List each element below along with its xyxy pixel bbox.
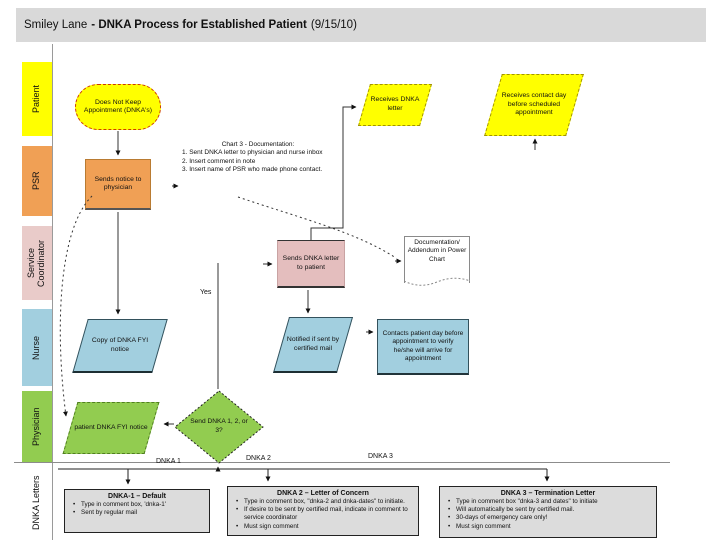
- dnka3-bullet: Type in comment box "dnka-3 and dates" t…: [444, 498, 652, 506]
- lane-physician: Physician: [22, 391, 52, 462]
- diamond-shape: [174, 390, 264, 464]
- lane-patient: Patient: [22, 62, 52, 136]
- yes-label: Yes: [200, 289, 212, 296]
- receives-contact-node: Receives contact day before scheduled ap…: [484, 74, 584, 136]
- dnka2-bullet: If desire to be sent by certified mail, …: [232, 506, 414, 522]
- dnka3-bullet: Will automatically be sent by certified …: [444, 506, 652, 514]
- sends-letter-node: Sends DNKA letter to patient: [277, 240, 345, 288]
- lane-dnka-letters: DNKA Letters: [31, 475, 42, 531]
- title-process: - DNKA Process for Established Patient: [91, 19, 307, 31]
- lane-separator: [52, 44, 53, 540]
- title-facility: Smiley Lane: [24, 19, 88, 31]
- notified-certified-mail-node: Notified if sent by certified mail: [272, 317, 354, 373]
- receives-dnka-letter-node: Receives DNKA letter: [357, 84, 433, 126]
- title-date: (9/15/10): [310, 19, 357, 31]
- dnka2-bullet: Type in comment box, "dnka-2 and dnka-da…: [232, 498, 414, 506]
- lane-nurse: Nurse: [22, 309, 52, 386]
- patient-fyi-notice-node: patient DNKA FYI notice: [62, 402, 160, 454]
- document-wave: [404, 277, 470, 286]
- dnka3-bullet: 30-days of emergency care only!: [444, 514, 652, 522]
- copy-fyi-notice-node: Copy of DNKA FYI notice: [72, 319, 168, 373]
- dnka1-letter-box: DNKA-1 – Default Type in comment box, 'd…: [64, 489, 210, 533]
- dnka2-bullet: Must sign comment: [232, 523, 414, 531]
- dnka3-label: DNKA 3: [368, 453, 393, 460]
- note-heading: Chart 3 - Documentation:: [221, 141, 295, 148]
- dnka1-title: DNKA-1 – Default: [108, 493, 166, 500]
- lane-psr: PSR: [22, 146, 52, 216]
- dnka3-title: DNKA 3 – Termination Letter: [500, 490, 596, 497]
- lane-service-coordinator: Service Coordinator: [22, 226, 52, 300]
- dnka1-bullet: Sent by regular mail: [69, 509, 205, 517]
- dnka3-bullet: Must sign comment: [444, 523, 652, 531]
- dnka2-title: DNKA 2 – Letter of Concern: [277, 490, 369, 497]
- start-dnka-node: Does Not Keep Appointment (DNKA's): [75, 84, 161, 130]
- dnka2-letter-box: DNKA 2 – Letter of Concern Type in comme…: [227, 486, 419, 536]
- chart-documentation-note: Chart 3 - Documentation: 1. Sent DNKA le…: [182, 141, 334, 175]
- letters-lane-divider: [14, 462, 670, 463]
- dnka1-label: DNKA 1: [156, 458, 181, 465]
- note-line: 3. Insert name of PSR who made phone con…: [182, 166, 323, 174]
- dnka1-bullet: Type in comment box, 'dnka-1': [69, 501, 205, 509]
- documentation-addendum-node: Documentation/ Addendum in Power Chart: [404, 236, 470, 286]
- note-line: 1. Sent DNKA letter to physician and nur…: [182, 149, 323, 157]
- contacts-patient-node: Contacts patient day before appointment …: [377, 319, 469, 375]
- dnka2-label: DNKA 2: [246, 455, 271, 462]
- page-title: Smiley Lane - DNKA Process for Establish…: [16, 8, 706, 42]
- note-line: 2. Insert comment in note: [182, 157, 256, 165]
- send-dnka-decision-node: Send DNKA 1, 2, or 3?: [174, 390, 264, 464]
- dnka3-letter-box: DNKA 3 – Termination Letter Type in comm…: [439, 486, 657, 538]
- sends-notice-node: Sends notice to physician: [85, 159, 151, 210]
